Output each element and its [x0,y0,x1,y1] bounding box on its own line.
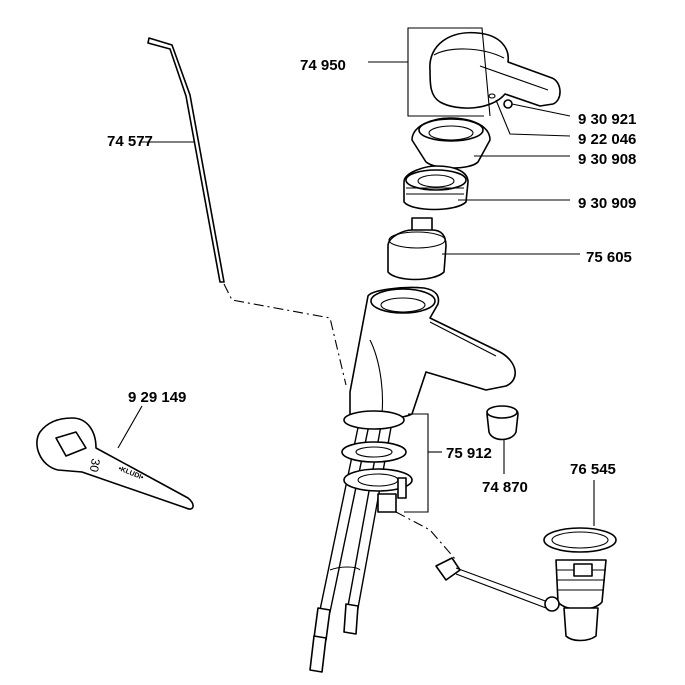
threaded-nut-930909 [403,165,469,211]
label-74577: 74 577 [107,133,153,150]
label-929149: 9 29 149 [128,389,186,406]
label-930909: 9 30 909 [578,195,636,212]
label-76545: 76 545 [570,461,616,478]
label-74870: 74 870 [482,479,528,496]
waste-fitting-76545 [435,527,617,642]
mounting-set-75912 [341,410,413,513]
aerator-74870 [486,405,519,441]
faucet-body [349,286,516,420]
label-75912: 75 912 [446,445,492,462]
lever-handle-74950 [429,31,561,109]
label-922046: 9 22 046 [578,131,636,148]
label-75605: 75 605 [586,249,632,266]
popup-rod-74577 [147,37,225,283]
label-74950: 74 950 [300,57,346,74]
wrench-929149: •KLUDI• 30 [36,417,194,510]
label-930908: 9 30 908 [578,151,636,168]
label-930921: 9 30 921 [578,111,636,128]
cover-cap-930908 [411,117,491,169]
cartridge-75605 [387,217,447,281]
leader-lines [117,27,595,526]
assembly-centerlines [223,283,457,561]
wrench-size-text: 30 [87,457,103,473]
